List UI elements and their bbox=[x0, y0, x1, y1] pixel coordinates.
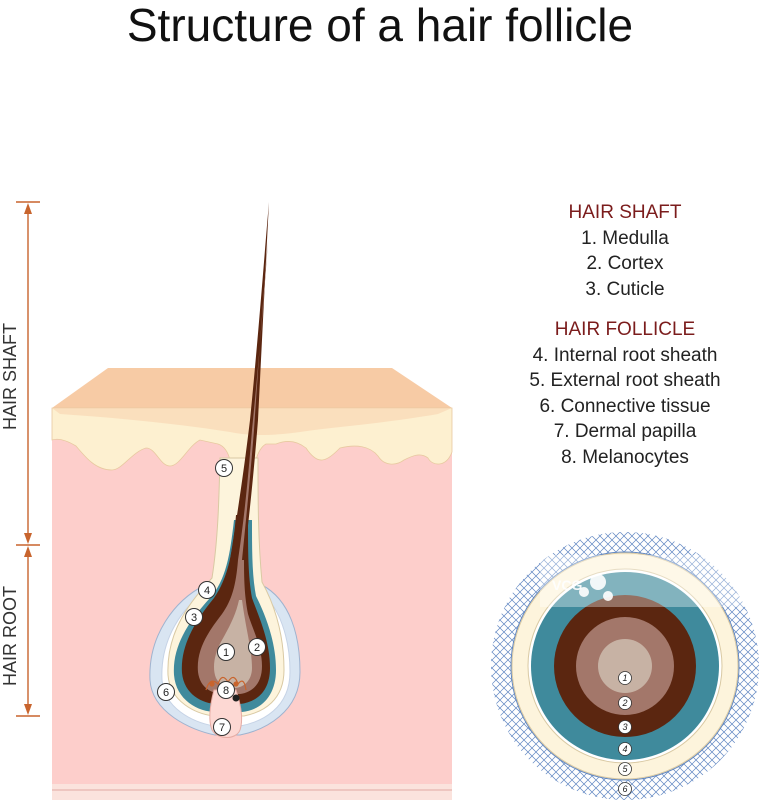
legend-panel: HAIR SHAFT 1. Medulla 2. Cortex 3. Cutic… bbox=[495, 200, 755, 470]
svg-text:2: 2 bbox=[254, 642, 260, 654]
svg-text:6: 6 bbox=[622, 784, 627, 794]
side-measurements bbox=[16, 201, 40, 717]
callout-3: 3 bbox=[185, 608, 203, 626]
cross-number-1: 1 bbox=[618, 671, 632, 685]
callout-4: 4 bbox=[198, 581, 216, 599]
svg-text:8: 8 bbox=[223, 685, 229, 697]
legend-item-medulla: 1. Medulla bbox=[581, 227, 669, 249]
shaft-arrow-bottom-head bbox=[24, 533, 32, 544]
callout-labels: 1 2 3 4 5 6 7 8 bbox=[157, 459, 266, 736]
legend-item-cortex: 2. Cortex bbox=[586, 253, 664, 274]
cross-connective-boundary bbox=[510, 551, 740, 781]
svg-text:1: 1 bbox=[622, 673, 627, 683]
callout-8: 8 bbox=[217, 681, 235, 699]
legend-item-dermal-papilla: 7. Dermal papilla bbox=[553, 421, 697, 442]
cross-number-2: 2 bbox=[618, 696, 632, 710]
legend-item-melanocytes: 8. Melanocytes bbox=[561, 446, 689, 468]
callout-1: 1 bbox=[217, 643, 235, 661]
watermark-text: VCG bbox=[552, 577, 582, 593]
legend-item-external-root-sheath: 5. External root sheath bbox=[529, 370, 721, 391]
callout-6: 6 bbox=[157, 683, 175, 701]
svg-text:7: 7 bbox=[219, 722, 225, 734]
shaft-arrow-top-head bbox=[24, 203, 32, 214]
svg-text:5: 5 bbox=[221, 463, 227, 475]
hair-root-side-label: HAIR ROOT bbox=[0, 586, 20, 686]
legend-follicle-heading: HAIR FOLLICLE bbox=[554, 319, 696, 340]
legend-item-connective-tissue: 6. Connective tissue bbox=[539, 395, 711, 417]
cross-number-3: 3 bbox=[618, 720, 632, 734]
watermark: VCG bbox=[540, 555, 760, 607]
watermark-logo bbox=[579, 574, 613, 601]
cross-number-4: 4 bbox=[618, 742, 632, 756]
cross-section: 1 2 3 4 5 6 bbox=[491, 532, 759, 800]
hair-shaft-outer bbox=[230, 202, 269, 560]
legend-shaft-heading: HAIR SHAFT bbox=[568, 202, 682, 223]
svg-text:4: 4 bbox=[204, 585, 210, 597]
diagram-title: Structure of a hair follicle bbox=[126, 0, 634, 51]
skin-surface bbox=[52, 368, 452, 408]
svg-text:3: 3 bbox=[622, 722, 627, 732]
svg-text:4: 4 bbox=[622, 744, 627, 754]
root-arrow-top-head bbox=[24, 546, 32, 557]
hair-shaft bbox=[230, 202, 269, 560]
svg-text:5: 5 bbox=[622, 764, 628, 774]
legend-item-cuticle: 3. Cuticle bbox=[585, 278, 665, 300]
cross-number-5: 5 bbox=[618, 762, 632, 776]
svg-text:3: 3 bbox=[191, 612, 197, 624]
cross-number-6: 6 bbox=[618, 782, 632, 796]
svg-text:1: 1 bbox=[223, 647, 229, 659]
svg-text:2: 2 bbox=[621, 698, 627, 708]
legend-item-internal-root-sheath: 4. Internal root sheath bbox=[532, 344, 718, 366]
hair-shaft-side-label: HAIR SHAFT bbox=[0, 323, 20, 430]
callout-5: 5 bbox=[215, 459, 233, 477]
root-arrow-bottom-head bbox=[24, 704, 32, 715]
callout-7: 7 bbox=[213, 718, 231, 736]
melanocyte-dark-spot bbox=[232, 694, 240, 702]
cross-medulla bbox=[598, 639, 652, 693]
watermark-band bbox=[540, 555, 760, 607]
svg-text:6: 6 bbox=[163, 687, 169, 699]
medulla-core bbox=[214, 600, 252, 688]
bottom-tissue-strip bbox=[52, 784, 452, 800]
callout-2: 2 bbox=[248, 638, 266, 656]
